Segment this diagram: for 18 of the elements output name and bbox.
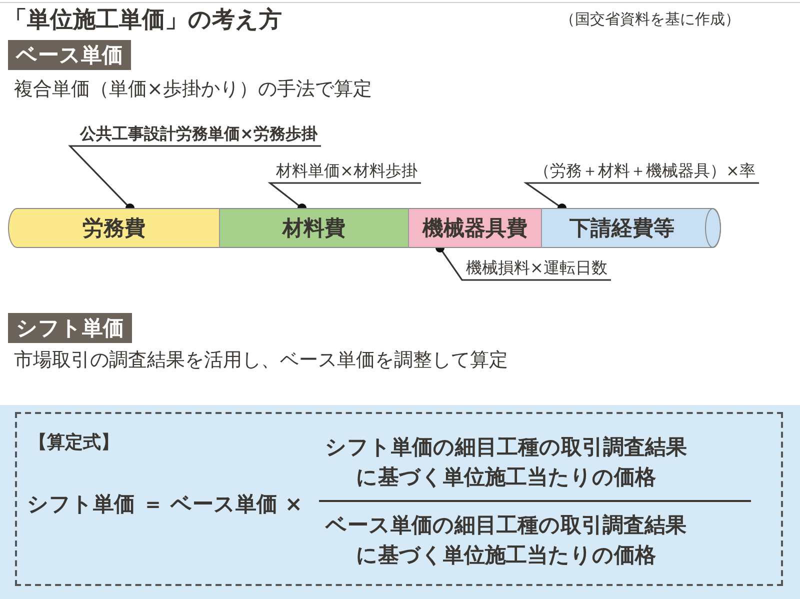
formula-numerator: シフト単価の細目工種の取引調査結果に基づく単位施工当たりの価格 <box>324 434 688 491</box>
callout-text: 材料単価×材料歩掛 <box>272 161 422 183</box>
callout-text: 公共工事設計労務単価×労務歩掛 <box>76 124 322 146</box>
title: 「単位施工単価」の考え方 <box>4 6 282 35</box>
description-text: 市場取引の調査結果を活用し、ベース単価を調整して算定 <box>14 348 508 373</box>
cost-segment: 下請経費等 <box>541 208 721 248</box>
source-note: （国交省資料を基に作成） <box>560 10 740 29</box>
cost-segment: 機械器具費 <box>408 208 542 248</box>
description-text: 複合単価（単価×歩掛かり）の手法で算定 <box>14 77 372 102</box>
cost-segment: 材料費 <box>219 208 409 248</box>
callout-text: 機械損料×運転日数 <box>462 258 612 280</box>
section-label: シフト単価 <box>8 313 132 343</box>
section-label: ベース単価 <box>8 40 131 70</box>
formula-denominator: ベース単価の細目工種の取引調査結果に基づく単位施工当たりの価格 <box>324 512 688 569</box>
formula-heading: 【算定式】 <box>29 431 119 455</box>
cost-segment: 労務費 <box>8 208 220 248</box>
formula-text: シフト単価 ＝ ベース単価 × <box>27 491 303 518</box>
callout-text: （労務＋材料＋機械器具）×率 <box>530 161 760 183</box>
